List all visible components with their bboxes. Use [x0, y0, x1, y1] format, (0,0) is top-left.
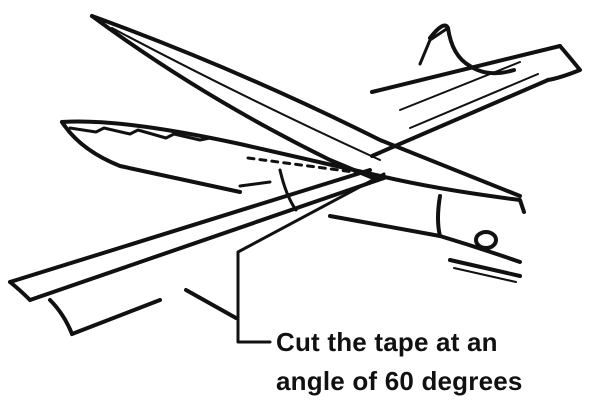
tape-fold-tab	[184, 168, 298, 320]
callout-text-line-1: Cut the tape at an	[276, 327, 498, 357]
tape-strip	[370, 23, 582, 158]
tape-guide-bar	[8, 168, 386, 336]
upper-scissor-blade	[90, 14, 522, 198]
callout-text-line-2: angle of 60 degrees	[276, 366, 523, 396]
lower-scissor-blade	[60, 119, 382, 194]
scissor-handle	[328, 174, 526, 283]
callout-leader-line	[236, 172, 386, 344]
